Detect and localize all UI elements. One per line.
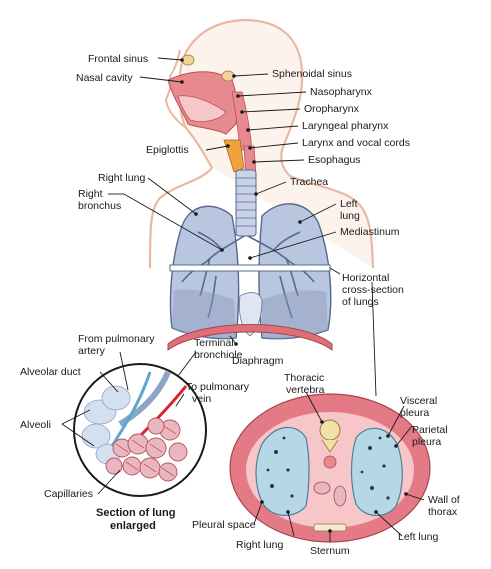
diaphragm-shape (167, 324, 333, 351)
label-nasal-cavity: Nasal cavity (76, 72, 133, 84)
label-laryngeal-pharynx: Laryngeal pharynx (302, 120, 389, 132)
label-sphenoidal-sinus: Sphenoidal sinus (272, 68, 352, 80)
label-left-lung-1: Left (340, 198, 358, 210)
label-horizontal-3: of lungs (342, 296, 379, 308)
label-esophagus: Esophagus (308, 154, 361, 166)
label-terminal-1: Terminal (194, 337, 234, 349)
label-epiglottis: Epiglottis (146, 144, 189, 156)
cross-section-plane (169, 264, 331, 272)
label-to-pulmonary-1: To pulmonary (186, 381, 250, 393)
label-parietal-1: Parietal (412, 424, 448, 436)
head-airway (167, 54, 257, 177)
leader-lines (61, 57, 425, 542)
label-section-title-2: enlarged (110, 520, 156, 532)
label-trachea: Trachea (290, 176, 328, 188)
label-from-pulmonary-1: From pulmonary (78, 333, 155, 345)
label-section-title-1: Section of lung (96, 507, 175, 519)
label-diaphragm: Diaphragm (232, 355, 284, 367)
label-to-pulmonary-2: vein (192, 393, 211, 405)
label-right-lung: Right lung (98, 172, 145, 184)
label-nasopharynx: Nasopharynx (310, 86, 373, 98)
label-oropharynx: Oropharynx (304, 103, 360, 115)
label-sternum: Sternum (310, 545, 350, 557)
label-right-bronchus-1: Right (78, 188, 103, 200)
label-horizontal-2: cross-section (342, 284, 404, 296)
label-horizontal-1: Horizontal (342, 272, 389, 284)
thorax-cross-section (229, 393, 431, 543)
label-frontal-sinus: Frontal sinus (88, 53, 148, 65)
label-thoracic-1: Thoracic (284, 372, 324, 384)
leader-dots (180, 58, 408, 533)
label-alveoli: Alveoli (20, 419, 51, 431)
label-from-pulmonary-2: artery (78, 345, 106, 357)
label-left-lung-2: lung (340, 210, 360, 222)
label-wall-1: Wall of (428, 494, 460, 506)
label-capillaries: Capillaries (44, 488, 93, 500)
right-lung-shape (169, 205, 240, 340)
label-right-lung-section: Right lung (236, 539, 283, 551)
lung-section-enlarged (73, 363, 207, 497)
trachea-shape (235, 169, 257, 237)
label-mediastinum: Mediastinum (340, 226, 400, 238)
labels: Frontal sinus Nasal cavity Sphenoidal si… (20, 53, 460, 557)
label-left-lung-section: Left lung (398, 531, 438, 543)
sphenoidal-sinus-shape (221, 70, 235, 82)
label-larynx: Larynx and vocal cords (302, 137, 410, 149)
section-left-lung (350, 427, 403, 517)
label-terminal-2: bronchiole (194, 349, 243, 361)
label-visceral-2: pleura (400, 407, 429, 419)
label-thoracic-2: vertebra (286, 384, 325, 396)
label-wall-2: thorax (428, 506, 458, 518)
label-right-bronchus-2: bronchus (78, 200, 121, 212)
label-parietal-2: pleura (412, 436, 441, 448)
label-alveolar-duct: Alveolar duct (20, 366, 81, 378)
section-right-lung (255, 426, 310, 516)
label-pleural-space: Pleural space (192, 519, 256, 531)
label-visceral-1: Visceral (400, 395, 437, 407)
frontal-sinus-shape (181, 54, 195, 66)
